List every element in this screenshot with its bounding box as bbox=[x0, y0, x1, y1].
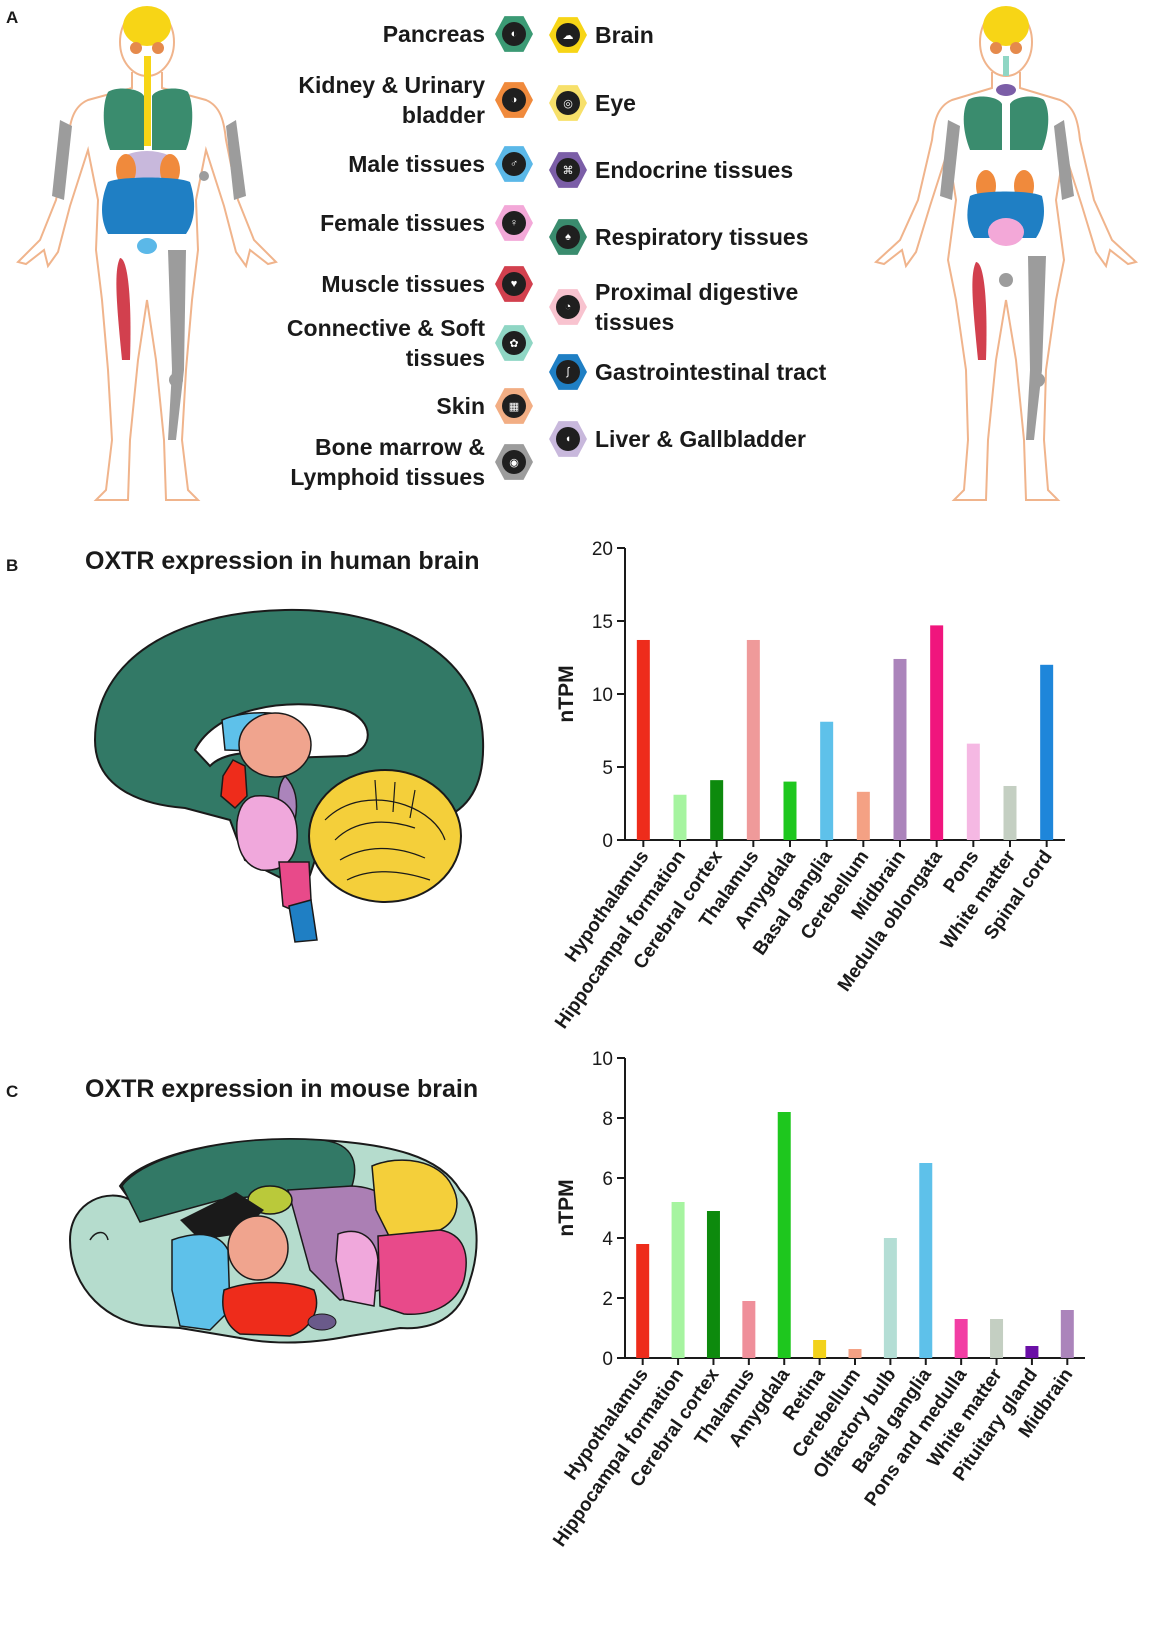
liver-icon: ◖ bbox=[549, 421, 587, 457]
y-tick-label: 20 bbox=[592, 539, 613, 560]
legend-label: Gastrointestinal tract bbox=[595, 359, 827, 385]
male-body-illustration bbox=[16, 6, 278, 501]
legend-label: Eye bbox=[595, 90, 636, 116]
y-tick-label: 2 bbox=[602, 1289, 613, 1310]
human-brain-illustration bbox=[93, 608, 485, 943]
bar-amygdala bbox=[777, 1112, 791, 1358]
legend-label: Respiratory tissues bbox=[595, 224, 809, 250]
legend-item-brain: ☁ Brain bbox=[549, 16, 654, 54]
bar-pituitary-gland bbox=[1025, 1346, 1039, 1358]
legend-label: Kidney & Urinary bladder bbox=[298, 72, 485, 128]
kidney-icon: ◑ bbox=[495, 82, 533, 118]
bar-hippocampal-formation bbox=[673, 794, 687, 840]
bone-marrow-icon: ◉ bbox=[495, 444, 533, 480]
bar-cerebral-cortex bbox=[710, 780, 724, 840]
intestine-icon: ∫ bbox=[549, 354, 587, 390]
legend-label: Liver & Gallbladder bbox=[595, 426, 806, 452]
bar-cerebral-cortex bbox=[706, 1211, 720, 1358]
bar-white-matter bbox=[1003, 785, 1017, 840]
panel-label-c: C bbox=[6, 1082, 19, 1101]
endocrine-icon: ⌘ bbox=[549, 152, 587, 188]
legend-item-skin: Skin ▦ bbox=[436, 387, 533, 425]
panel-label-b: B bbox=[6, 556, 19, 575]
bar-retina bbox=[813, 1340, 827, 1358]
legend-label: Pancreas bbox=[382, 21, 485, 47]
lungs-icon: ♠ bbox=[549, 219, 587, 255]
legend-item-eye: ◎ Eye bbox=[549, 84, 636, 122]
legend-label: Proximal digestive tissues bbox=[595, 279, 799, 335]
bar-spinal-cord bbox=[1040, 664, 1054, 840]
female-tissues-icon: ♀ bbox=[495, 205, 533, 241]
bar-pons-and-medulla bbox=[954, 1319, 968, 1358]
bar-hypothalamus bbox=[636, 1244, 650, 1358]
mouse-brain-illustration bbox=[68, 1138, 478, 1344]
legend-label: Female tissues bbox=[320, 210, 485, 236]
bar-midbrain bbox=[1060, 1310, 1074, 1358]
legend-item-connective: Connective & Soft tissues ✿ bbox=[287, 313, 533, 373]
bar-white-matter bbox=[990, 1319, 1004, 1358]
legend-item-proximal-digestive: ◔ Proximal digestive tissues bbox=[549, 277, 798, 337]
bar-cerebellum bbox=[848, 1349, 862, 1358]
stomach-icon: ◔ bbox=[549, 289, 587, 325]
female-body-illustration bbox=[873, 6, 1139, 501]
bar-thalamus bbox=[742, 1301, 756, 1358]
bar-medulla-oblongata bbox=[930, 625, 944, 840]
skin-icon: ▦ bbox=[495, 388, 533, 424]
legend-label: Bone marrow & Lymphoid tissues bbox=[290, 434, 485, 490]
pancreas-icon: ◐ bbox=[495, 16, 533, 52]
legend-label: Brain bbox=[595, 22, 654, 48]
y-tick-label: 4 bbox=[602, 1229, 613, 1250]
legend-label: Skin bbox=[436, 393, 485, 419]
legend-item-kidney: Kidney & Urinary bladder ◑ bbox=[298, 70, 533, 130]
male-tissues-icon: ♂ bbox=[495, 146, 533, 182]
legend-label: Endocrine tissues bbox=[595, 157, 794, 183]
panel-label-a: A bbox=[6, 8, 19, 27]
legend-item-liver: ◖ Liver & Gallbladder bbox=[549, 420, 806, 458]
eye-icon: ◎ bbox=[549, 85, 587, 121]
legend-item-pancreas: Pancreas ◐ bbox=[383, 15, 533, 53]
bar-hippocampal-formation bbox=[671, 1202, 685, 1358]
legend-label: Connective & Soft tissues bbox=[286, 315, 485, 371]
bar-midbrain bbox=[893, 658, 907, 840]
legend-item-gastrointestinal: ∫ Gastrointestinal tract bbox=[549, 353, 826, 391]
y-tick-label: 8 bbox=[602, 1109, 613, 1130]
mouse-brain-title: OXTR expression in mouse brain bbox=[85, 1075, 479, 1103]
y-tick-label: 5 bbox=[602, 758, 613, 779]
bar-amygdala bbox=[783, 781, 797, 840]
y-tick-label: 0 bbox=[602, 831, 613, 852]
bar-hypothalamus bbox=[636, 639, 650, 840]
legend-item-muscle: Muscle tissues ♥ bbox=[321, 265, 533, 303]
bar-cerebellum bbox=[856, 791, 870, 840]
bar-basal-ganglia bbox=[919, 1163, 933, 1358]
bar-thalamus bbox=[746, 639, 760, 840]
y-axis-label: nTPM bbox=[555, 1179, 578, 1236]
legend-item-female-tissues: Female tissues ♀ bbox=[320, 204, 533, 242]
y-tick-label: 6 bbox=[602, 1169, 613, 1190]
legend-item-bone-marrow: Bone marrow & Lymphoid tissues ◉ bbox=[290, 432, 533, 492]
legend-item-male-tissues: Male tissues ♂ bbox=[348, 145, 533, 183]
muscle-icon: ♥ bbox=[495, 266, 533, 302]
bar-pons bbox=[966, 743, 980, 840]
y-axis-label: nTPM bbox=[555, 665, 578, 722]
bar-basal-ganglia bbox=[820, 721, 834, 840]
brain-icon: ☁ bbox=[549, 17, 587, 53]
legend-item-respiratory: ♠ Respiratory tissues bbox=[549, 218, 808, 256]
legend-label: Muscle tissues bbox=[321, 271, 485, 297]
human-brain-title: OXTR expression in human brain bbox=[85, 547, 480, 575]
bar-olfactory-bulb bbox=[883, 1238, 897, 1358]
y-tick-label: 10 bbox=[592, 1049, 613, 1070]
y-tick-label: 10 bbox=[592, 685, 613, 706]
legend-label: Male tissues bbox=[348, 151, 485, 177]
y-tick-label: 0 bbox=[602, 1349, 613, 1370]
legend-item-endocrine: ⌘ Endocrine tissues bbox=[549, 151, 793, 189]
y-tick-label: 15 bbox=[592, 612, 613, 633]
connective-icon: ✿ bbox=[495, 325, 533, 361]
